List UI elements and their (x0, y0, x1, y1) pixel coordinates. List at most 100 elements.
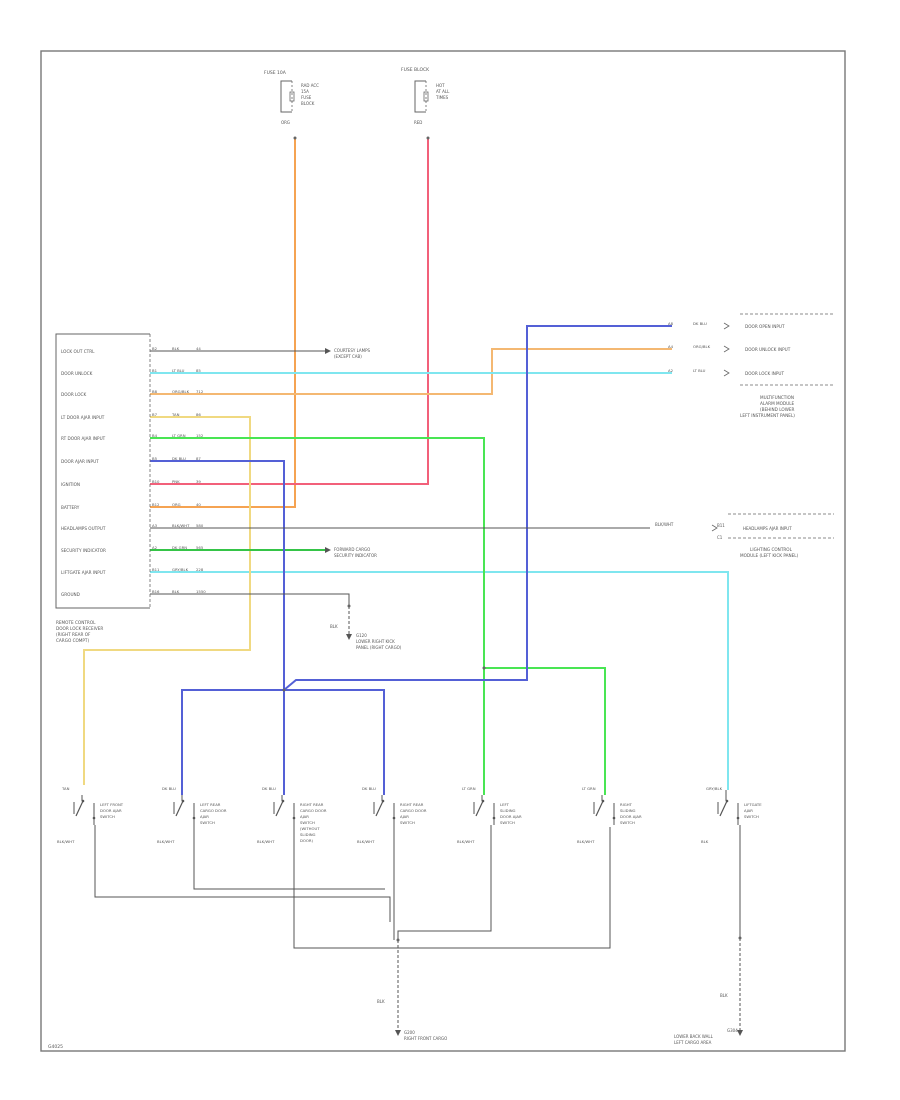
module-pin-label: GROUND (61, 592, 80, 597)
module-pin-circuit: 87 (196, 456, 201, 461)
door-conn-label: DOOR LOCK INPUT (745, 371, 784, 376)
fuse-right-title: FUSE BLOCK (401, 67, 430, 73)
switch-name: SWITCH (100, 814, 115, 819)
module-pin-wire: DK BLU (172, 456, 186, 461)
module-pin-id: B12 (152, 502, 160, 507)
switch-bottom-wire: BLK (701, 839, 709, 844)
wire-dkblu-door-ajar (150, 460, 285, 795)
switch-name: SWITCH (744, 814, 759, 819)
door-conn-wire: LT BLU (693, 368, 706, 373)
fuse-right-line: TIMES (435, 95, 449, 100)
switch-name: AJAR (300, 814, 309, 819)
switch-name: SWITCH (400, 820, 415, 825)
module-pin-wire: TAN (171, 412, 180, 417)
module-pin-label: HEADLAMPS OUTPUT (61, 526, 106, 531)
alarm-module-name: ALARM MODULE (760, 401, 795, 406)
fuse-right-wire-label: RED (414, 120, 422, 125)
splice-dot (282, 688, 286, 692)
wire-tan-left-front (83, 416, 251, 785)
switch-name: AJAR (200, 814, 209, 819)
module-pin-circuit: 712 (196, 389, 204, 394)
door-conn-wire: ORG/BLK (693, 344, 711, 349)
door-conn-pin: A4 (668, 344, 674, 349)
ground-left-line: G200 (404, 1030, 415, 1035)
fuse-left-line: 15A (301, 89, 309, 94)
module-pin-wire: ORG/BLK (172, 389, 190, 394)
module-pin-id: A3 (152, 523, 158, 528)
fuse-left-title: FUSE 10A (264, 70, 287, 76)
switch-name: RIGHT (620, 802, 633, 807)
splice-dot (293, 136, 297, 140)
module-pin-circuit: 39 (196, 479, 201, 484)
switch-bottom-wire: BLK/WHT (157, 839, 175, 844)
splice-dot (396, 938, 400, 942)
module-pin-label: DOOR AJAR INPUT (61, 459, 99, 464)
module-pin-circuit: 580 (196, 523, 204, 528)
switch-name: CARGO DOOR (400, 808, 427, 813)
wire-ltgrn-rt-door (150, 437, 485, 795)
switch-name: DOOR AJAR (500, 814, 522, 819)
switch-bottom-wire: BLK/WHT (577, 839, 595, 844)
module-pin-id: B4 (152, 433, 158, 438)
module-name-line: CARGO COMPT) (56, 638, 89, 643)
switch-name: DOOR AJAR (620, 814, 642, 819)
module-name-line: REMOTE CONTROL (56, 620, 96, 625)
door-conn-pin: A8 (668, 321, 674, 326)
module-pin-label: IGNITION (61, 482, 80, 487)
module-pin-wire: BLK (172, 589, 180, 594)
switch-name: (WITHOUT (300, 826, 320, 831)
splice-dots (282, 136, 742, 942)
headlamp-num: C1 (717, 535, 723, 540)
door-conn-wire: DK BLU (693, 321, 707, 326)
switch-name: AJAR (400, 814, 409, 819)
module-pin-id: B11 (152, 567, 160, 572)
wire-org-battery (150, 138, 296, 508)
switch-name: RIGHT REAR (400, 802, 424, 807)
module-pin-wire: LT GRN (172, 433, 186, 438)
switch-name: SLIDING (300, 832, 316, 837)
module-pin-id: A2 (152, 545, 158, 550)
switch-wire-label: LT GRN (582, 786, 596, 791)
lighting-module-name: MODULE (LEFT KICK PANEL) (740, 553, 799, 558)
headlamp-pin: B11 (717, 523, 725, 528)
switch-wire-label: DK BLU (262, 786, 276, 791)
splice-dot (426, 136, 430, 140)
wire-pnk-ignition (150, 138, 429, 485)
ground-wire-label: BLK (330, 624, 338, 629)
splice-dot (347, 604, 351, 608)
switch-name: LIFTGATE (744, 802, 762, 807)
switch-wire-label: GRY/BLK (706, 786, 723, 791)
switch-name: AJAR (744, 808, 753, 813)
switch-bottom-wire: BLK/WHT (57, 839, 75, 844)
ground-g304: BLK G304 LOWER BACK WALL LEFT CARGO AREA (674, 993, 743, 1045)
door-conn-label: DOOR UNLOCK INPUT (745, 347, 791, 352)
alarm-module-name: MULTIFUNCTION (760, 395, 794, 400)
module-pin-circuit: 44 (196, 346, 201, 351)
alarm-module-name: (BEHIND LOWER (760, 407, 794, 412)
ground-ref: LOWER RIGHT KICK (356, 639, 395, 644)
diagram-frame (40, 50, 846, 1052)
switch-bottom-wire: BLK/WHT (257, 839, 275, 844)
module-pin-circuit: 228 (196, 567, 204, 572)
wire-dkblu-door-open (283, 325, 672, 691)
module-pin-circuit: 85 (196, 368, 201, 373)
fuse-left-line: BLOCK (301, 101, 315, 106)
courtesy-lamps-ref: COURTESY LAMPS (334, 348, 371, 353)
switch-wire-label: TAN (61, 786, 70, 791)
wire-orgblk-door-lock (150, 348, 672, 395)
switch-wire-label: DK BLU (162, 786, 176, 791)
switch-name: SLIDING (620, 808, 636, 813)
module-pin-label: LIFTGATE AJAR INPUT (61, 570, 106, 575)
module-pin-id: B10 (152, 479, 160, 484)
fuse-right-line: HOT (436, 83, 445, 88)
module-pin-circuit: 565 (196, 545, 204, 550)
module-pin-label: BATTERY (61, 505, 80, 510)
switch-name: CARGO DOOR (200, 808, 227, 813)
fuse-left: FUSE 10A RAD ACC 15A FUSE BLOCK ORG (264, 70, 319, 125)
